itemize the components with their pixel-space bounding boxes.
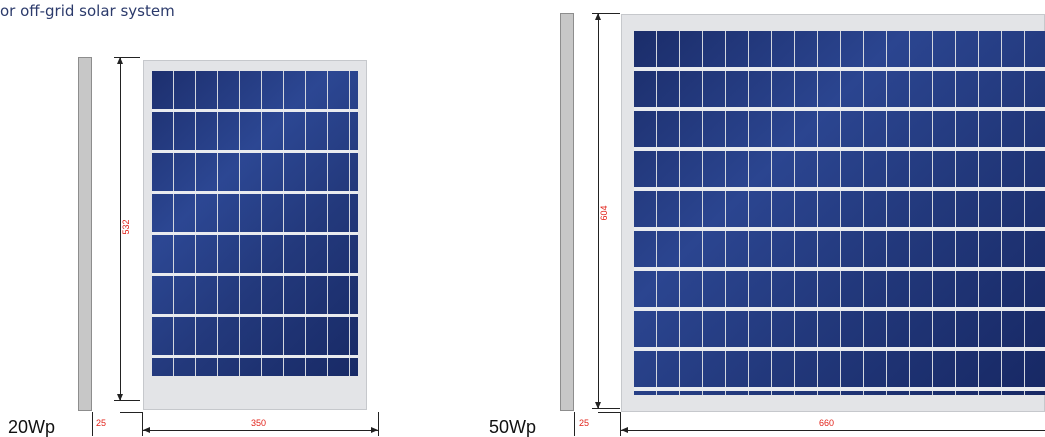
caption-text: or off-grid solar system	[0, 2, 175, 20]
width-dimension-line	[143, 430, 378, 431]
dimension-tick	[378, 412, 379, 436]
width-dimension-line	[621, 430, 1045, 431]
wattage-label: 50Wp	[489, 417, 537, 437]
arrow-down-icon	[117, 394, 123, 401]
depth-label: 25	[96, 418, 107, 428]
dimension-tick	[592, 408, 620, 409]
dimension-tick	[92, 412, 93, 436]
solar-cells	[634, 31, 1045, 395]
panel-side-profile	[560, 13, 574, 411]
height-dimension-line	[598, 13, 599, 409]
dimension-tick	[598, 412, 621, 413]
height-label: 604	[599, 205, 609, 221]
arrow-up-icon	[117, 57, 123, 64]
solar-panel-20wp	[143, 60, 367, 410]
depth-label: 25	[579, 418, 590, 428]
width-label: 350	[251, 418, 267, 428]
dimension-tick	[620, 412, 621, 436]
dimension-tick	[114, 57, 140, 58]
dimension-tick	[142, 412, 143, 436]
height-dimension-line	[120, 57, 121, 401]
arrow-up-icon	[595, 13, 601, 20]
panel-side-profile	[78, 57, 92, 411]
arrow-right-icon	[371, 427, 378, 433]
wattage-label: 20Wp	[8, 417, 56, 437]
dimension-tick	[592, 13, 620, 14]
width-label: 660	[819, 418, 835, 428]
arrow-down-icon	[595, 402, 601, 409]
solar-panel-50wp	[621, 14, 1045, 412]
solar-cells	[152, 71, 358, 376]
arrow-left-icon	[621, 427, 628, 433]
dimension-tick	[574, 412, 575, 436]
dimension-tick	[120, 412, 143, 413]
dimension-tick	[114, 400, 140, 401]
arrow-left-icon	[143, 427, 150, 433]
height-label: 532	[121, 219, 131, 235]
